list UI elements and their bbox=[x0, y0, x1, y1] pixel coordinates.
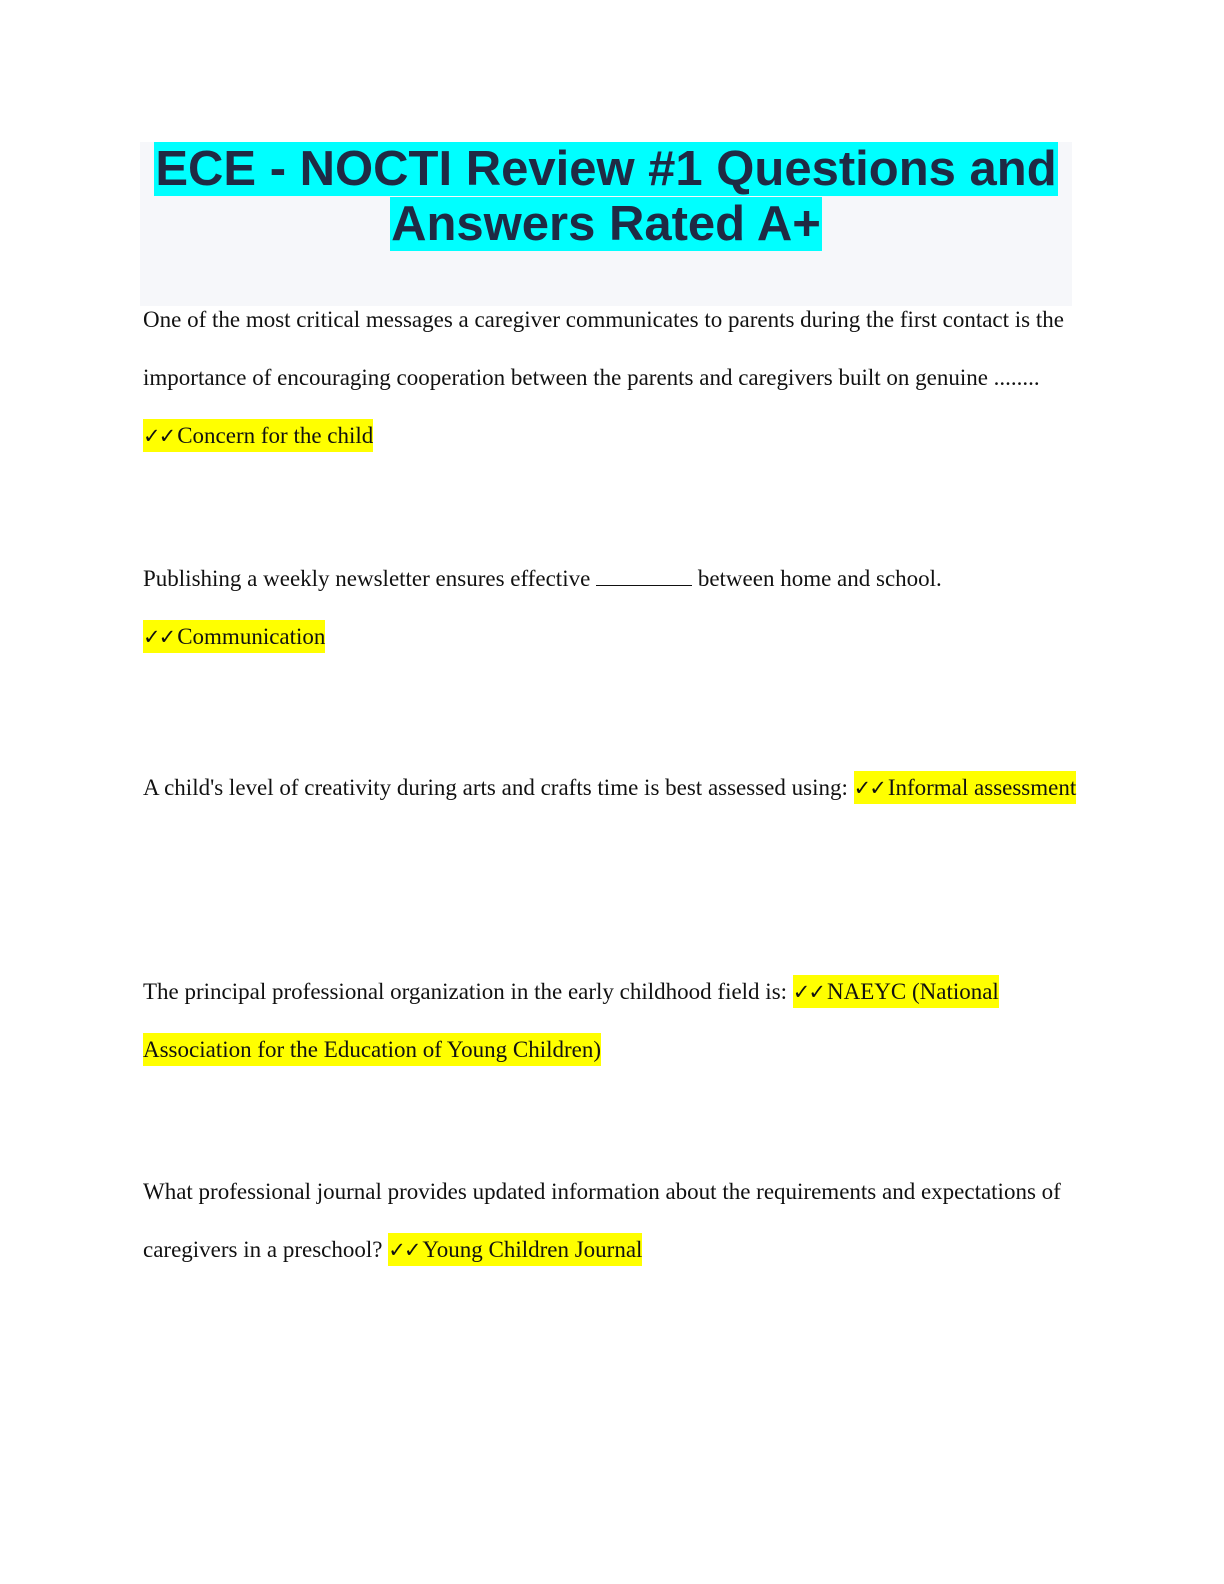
answer-text: Informal assessment bbox=[887, 775, 1077, 800]
double-check-icon: ✓✓ bbox=[143, 625, 176, 649]
question-text: The principal professional organization … bbox=[143, 979, 788, 1004]
title-line-2: Answers Rated A+ bbox=[390, 197, 822, 251]
answer-highlight: ✓✓Concern for the child bbox=[143, 419, 374, 452]
answer-highlight: ✓✓Informal assessment bbox=[853, 771, 1077, 804]
double-check-icon: ✓✓ bbox=[143, 424, 176, 448]
double-check-icon: ✓✓ bbox=[388, 1238, 421, 1262]
qa-item-5: What professional journal provides updat… bbox=[143, 1163, 1078, 1279]
question-text: What professional journal provides updat… bbox=[143, 1179, 1061, 1262]
answer-text: Young Children Journal bbox=[422, 1237, 643, 1262]
question-text: A child's level of creativity during art… bbox=[143, 775, 848, 800]
qa-item-3: A child's level of creativity during art… bbox=[143, 759, 1078, 817]
double-check-icon: ✓✓ bbox=[792, 980, 826, 1004]
title-box: ECE - NOCTI Review #1 Questions and Answ… bbox=[140, 142, 1072, 306]
qa-item-4: The principal professional organization … bbox=[143, 963, 1078, 1079]
document-title: ECE - NOCTI Review #1 Questions and Answ… bbox=[140, 142, 1072, 252]
fill-in-blank bbox=[596, 565, 693, 586]
qa-item-1: One of the most critical messages a care… bbox=[143, 291, 1078, 465]
question-text: Publishing a weekly newsletter ensures e… bbox=[143, 566, 591, 591]
answer-text: Concern for the child bbox=[177, 423, 374, 448]
answer-highlight: ✓✓Communication bbox=[143, 620, 326, 653]
double-check-icon: ✓✓ bbox=[853, 776, 887, 800]
answer-text: Communication bbox=[177, 624, 326, 649]
answer-text: NAEYC (National Association for the Educ… bbox=[143, 979, 999, 1062]
answer-highlight: ✓✓Young Children Journal bbox=[388, 1233, 643, 1266]
question-text-after-blank: between home and school. bbox=[697, 566, 942, 591]
qa-item-2: Publishing a weekly newsletter ensures e… bbox=[143, 550, 1078, 666]
title-line-1: ECE - NOCTI Review #1 Questions and bbox=[154, 142, 1058, 196]
question-text: One of the most critical messages a care… bbox=[143, 307, 1064, 390]
